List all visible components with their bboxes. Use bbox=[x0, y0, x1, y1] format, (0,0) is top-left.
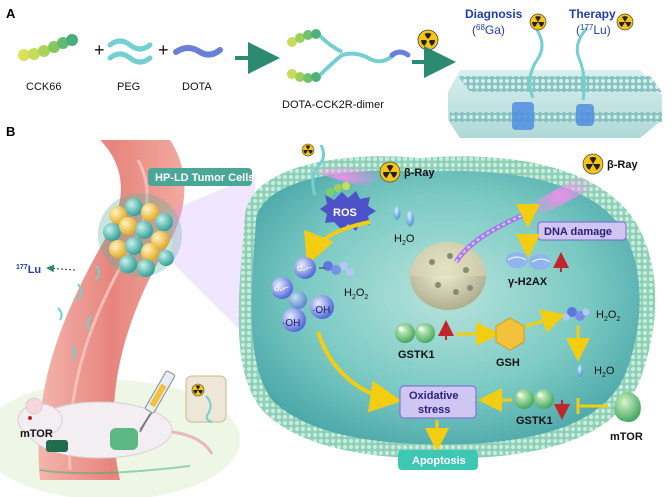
gstk1-protein-2 bbox=[514, 389, 554, 409]
ros-to-radicals-arrow bbox=[304, 220, 371, 266]
lu177-label: 177Lu bbox=[16, 264, 41, 276]
dimer-molecule bbox=[287, 29, 411, 83]
ros-burst bbox=[320, 191, 376, 231]
beta-ray-label-2: β-Ray bbox=[607, 159, 638, 171]
mtor-gene-box bbox=[46, 440, 68, 452]
mtor-label-2: mTOR bbox=[20, 428, 53, 440]
zoom-cone bbox=[172, 175, 255, 345]
dna-damage-box bbox=[537, 221, 627, 241]
superoxide-label-1: O₂•⁻ bbox=[274, 286, 289, 293]
diagnosis-tracer bbox=[528, 29, 544, 99]
gamma-h2ax-icon bbox=[506, 252, 551, 270]
panel-b-letter: B bbox=[6, 124, 15, 139]
gamma-h2ax-label: γ-H2AX bbox=[508, 276, 548, 288]
tracer-inset-box bbox=[185, 375, 227, 423]
syringe-icon bbox=[139, 370, 176, 433]
therapy-radiation-icon bbox=[616, 13, 634, 31]
apoptosis-label: Apoptosis bbox=[412, 455, 466, 467]
mtor-protein-1 bbox=[613, 391, 641, 422]
beta-ray-icon-1 bbox=[379, 161, 401, 183]
gstk1-protein-1 bbox=[395, 323, 435, 343]
therapy-title: Therapy bbox=[569, 7, 616, 21]
plus-1: + bbox=[94, 40, 105, 60]
inset-tracer bbox=[205, 395, 213, 423]
inset-radiation-icon bbox=[191, 383, 205, 397]
diagnosis-isotope: (68Ga) bbox=[472, 23, 505, 37]
gstk1-label-2: GSTK1 bbox=[516, 415, 553, 427]
tumor-cells-label: HP-LD Tumor Cells bbox=[155, 172, 254, 184]
tumor-cells-label-bg bbox=[148, 168, 252, 186]
surface-tracer bbox=[326, 182, 350, 196]
gstk1-label-1: GSTK1 bbox=[398, 349, 435, 361]
beta-ray-label-1: β-Ray bbox=[404, 167, 435, 179]
radiation-icon bbox=[417, 29, 439, 51]
h2o2-molecule-1 bbox=[323, 261, 354, 276]
gsh-molecule bbox=[495, 317, 525, 351]
panel-a: A CCK66 + PEG + DOTA bbox=[6, 6, 662, 138]
peg-strands bbox=[107, 38, 153, 65]
beta-beam-1 bbox=[300, 165, 385, 190]
dota-strand bbox=[173, 45, 223, 58]
superoxide-2 bbox=[294, 257, 316, 279]
beta-ray-icon-2 bbox=[582, 153, 604, 175]
hydroxyl-3 bbox=[289, 291, 307, 309]
h2o-label-2: H2O bbox=[594, 365, 615, 379]
oxidative-label-2: stress bbox=[418, 404, 450, 416]
gsh-label: GSH bbox=[496, 357, 520, 369]
diagnosis-radiation-icon bbox=[529, 13, 547, 31]
bound-tracer bbox=[311, 144, 326, 196]
apoptosis-box bbox=[398, 450, 478, 470]
panel-b: B HP-LD Tumor Cells 177Lu bbox=[0, 124, 656, 497]
membrane-block-a bbox=[448, 70, 662, 138]
dota-label: DOTA bbox=[182, 81, 212, 93]
h2o2-molecule-2 bbox=[562, 307, 590, 321]
water-drop-1 bbox=[393, 205, 401, 220]
peg-label: PEG bbox=[117, 81, 140, 93]
superoxide-1 bbox=[271, 277, 293, 299]
dna-damage-label: DNA damage bbox=[544, 226, 612, 238]
oh-label-1: ·OH bbox=[282, 318, 300, 329]
oh-label-2: ·OH bbox=[312, 305, 330, 316]
cck66-label: CCK66 bbox=[26, 81, 61, 93]
cck66-chain bbox=[18, 34, 78, 61]
superoxide-label-2: O₂•⁻ bbox=[297, 266, 312, 273]
oxidative-label-1: Oxidative bbox=[409, 390, 459, 402]
h2o-label-1: H2O bbox=[394, 233, 415, 247]
oxidative-stress-box bbox=[399, 385, 477, 419]
mtor-label-1: mTOR bbox=[610, 431, 643, 443]
gsh-to-h2o2-arrow bbox=[525, 309, 566, 333]
panel-a-letter: A bbox=[6, 6, 16, 21]
water-drop-2 bbox=[406, 209, 414, 227]
tumor-cluster bbox=[98, 193, 182, 277]
radicals-to-stress-arrow bbox=[316, 331, 402, 413]
therapy-isotope: (177Lu) bbox=[576, 23, 611, 37]
h2o2-label-1: H2O2 bbox=[344, 287, 368, 301]
diagnosis-title: Diagnosis bbox=[465, 7, 523, 21]
dimer-label: DOTA-CCK2R-dimer bbox=[282, 99, 384, 111]
vessel-tracers bbox=[57, 265, 100, 361]
ros-label: ROS bbox=[333, 207, 357, 219]
hydroxyl-2 bbox=[310, 295, 334, 319]
therapy-tracer bbox=[575, 27, 589, 101]
hydroxyl-1 bbox=[282, 308, 306, 332]
nucleus bbox=[410, 242, 486, 310]
beta-beam-2 bbox=[520, 170, 600, 222]
plus-2: + bbox=[158, 40, 169, 60]
h2o2-label-2: H2O2 bbox=[596, 309, 620, 323]
water-drop-3 bbox=[577, 364, 583, 377]
bound-tracer-radiation-icon bbox=[301, 143, 315, 157]
lu177-pointer bbox=[46, 264, 76, 273]
